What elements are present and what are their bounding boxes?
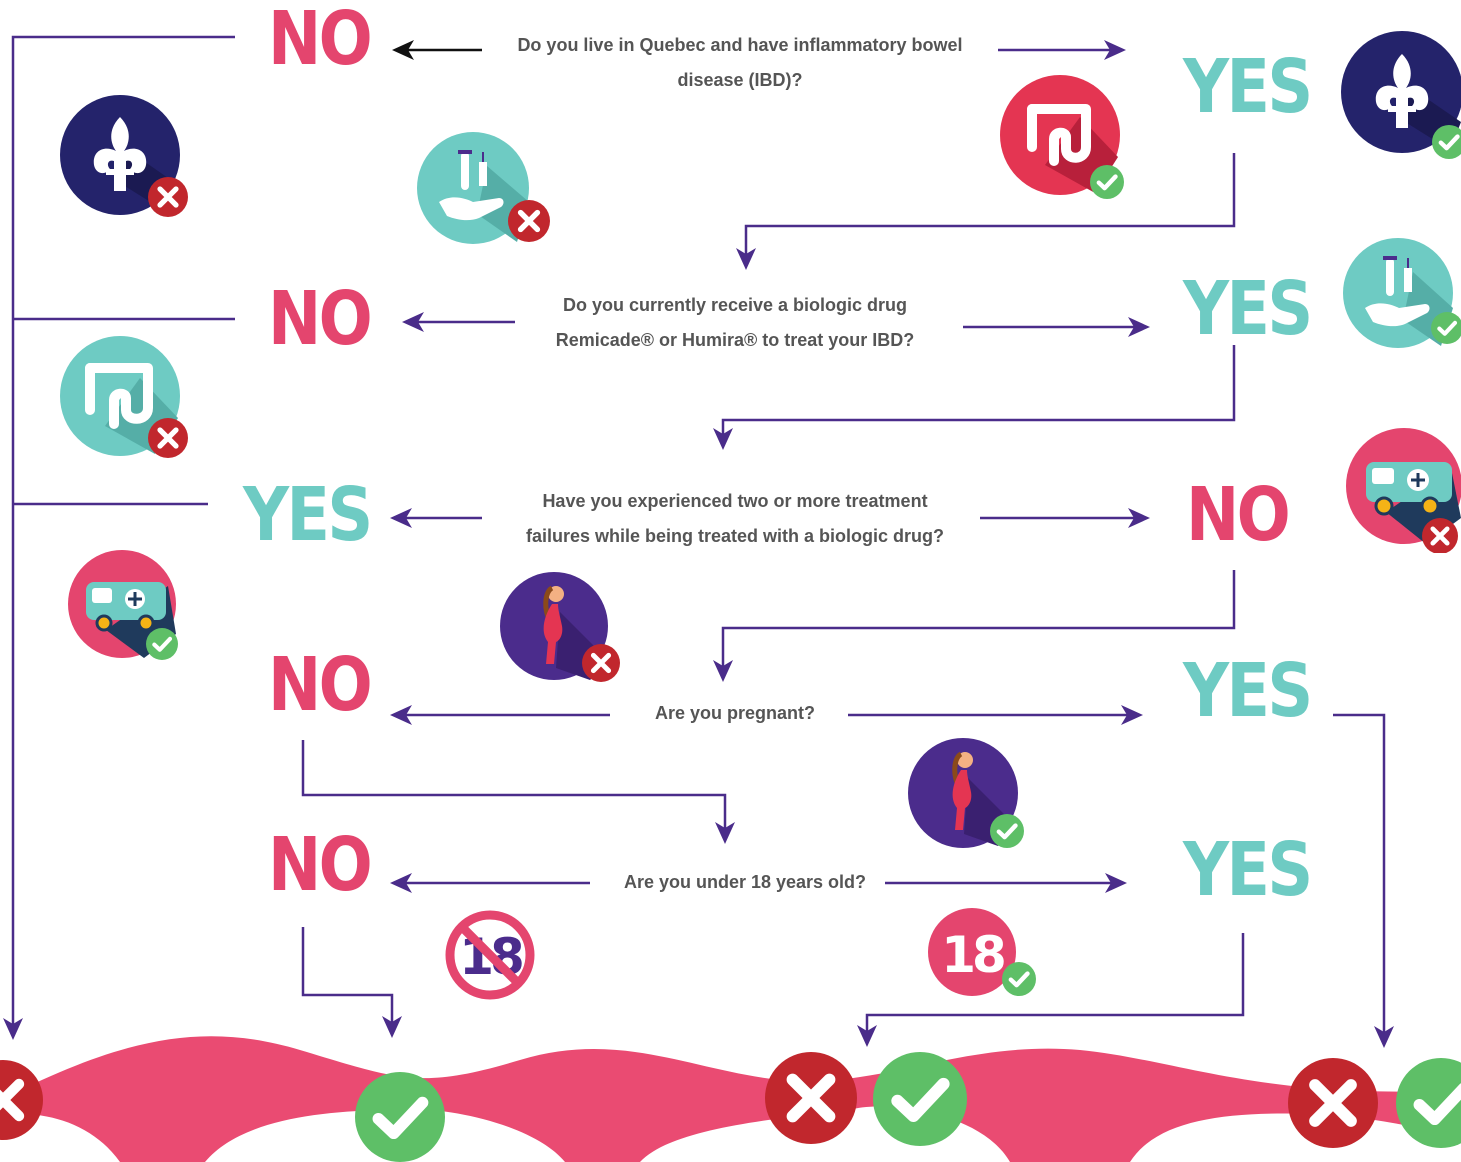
q5-no-to-outcome: [301, 927, 394, 1026]
under-18-icon: 18: [928, 908, 1041, 996]
q5-no-label: NO: [268, 822, 373, 908]
question-1: Do you live in Quebec and have inflammat…: [517, 35, 963, 90]
q5-yes-label: YES: [1183, 827, 1313, 913]
q2-yes-label: YES: [1183, 266, 1313, 352]
q1-no-label: NO: [268, 0, 373, 82]
outcome-cross-icon: [765, 1052, 857, 1144]
question-3: Have you experienced two or more treatme…: [525, 491, 945, 546]
q3-no-label: NO: [1186, 472, 1291, 558]
q4-yes-to-outcome: [1333, 713, 1386, 1036]
q4-yes-label: YES: [1183, 648, 1313, 734]
intestine-icon: [1000, 75, 1130, 205]
q2-no-label: NO: [268, 276, 373, 362]
outcome-check-icon: [1396, 1058, 1461, 1148]
q2-yes-to-q3: [721, 345, 1236, 438]
outcome-check-icon: [355, 1072, 445, 1162]
age-18-label: 18: [941, 926, 1004, 984]
outcome-cross-icon: [0, 1060, 43, 1140]
pregnant-woman-icon: [908, 738, 1028, 848]
question-4: Are you pregnant?: [654, 703, 815, 723]
q1-yes-label: YES: [1183, 44, 1313, 130]
q3-no-to-q4: [721, 570, 1236, 670]
intestine-icon: [60, 336, 195, 461]
biologic-drug-icon: [1343, 238, 1461, 348]
ambulance-icon: [68, 550, 183, 665]
under-18-icon: 18: [445, 910, 535, 1000]
question-2: Do you currently receive a biologic drug…: [555, 295, 915, 350]
pregnant-woman-icon: [500, 572, 625, 687]
question-5: Are you under 18 years old?: [623, 872, 867, 892]
q4-no-to-q5: [301, 740, 727, 832]
q5-yes-to-outcome: [865, 933, 1245, 1035]
outcome-check-icon: [873, 1052, 967, 1146]
ambulance-icon: [1346, 428, 1461, 553]
fleur-de-lis-icon: [1341, 31, 1461, 160]
outcome-wave: [0, 1036, 1461, 1162]
left-exit-line: [11, 35, 235, 1028]
outcome-cross-icon: [1288, 1058, 1378, 1148]
q1-yes-to-q2: [744, 153, 1236, 258]
q3-yes-label: YES: [243, 472, 373, 558]
fleur-de-lis-icon: [60, 95, 198, 220]
biologic-drug-icon: [417, 132, 557, 244]
q4-no-label: NO: [268, 642, 373, 728]
